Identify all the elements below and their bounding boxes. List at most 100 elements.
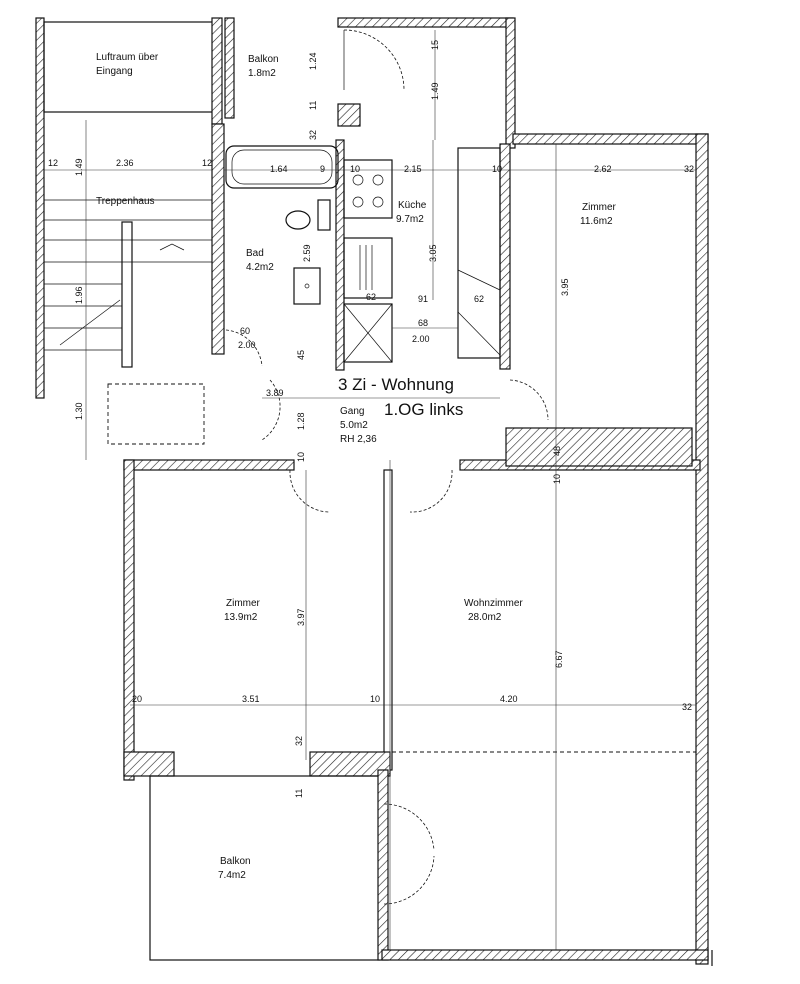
dim-label: 1.24 [308,52,318,70]
dim-label: 12 [48,158,58,168]
dim-label: 9 [320,164,325,174]
wall-zimmer-right-top [512,133,709,145]
room-balkon-bottom-name: Balkon [220,856,251,867]
guide-lines [44,30,696,950]
dim-label: 20 [132,694,142,704]
wall-balkon-bottom [149,775,381,961]
dim-label: 32 [294,736,304,746]
toilet [285,210,311,230]
wall-balkon-top-bottom [337,103,361,127]
dim-label: 1.30 [74,402,84,420]
dim-label: 62 [366,292,376,302]
dim-label: 4.20 [500,694,518,704]
dim-label: 2.15 [404,164,422,174]
dim-label: 1.64 [270,164,288,174]
dim-label: 10 [370,694,380,704]
dim-label: 12 [202,158,212,168]
room-kueche-name: Küche [398,200,427,211]
dim-label: 10 [296,452,306,462]
dim-label: 6.67 [554,650,564,668]
room-bad-name: Bad [246,248,264,259]
dim-label: 3.95 [560,278,570,296]
wall-kitchen-zimmer [499,143,511,370]
dim-label: 2.59 [302,244,312,262]
room-zimmer-left-area: 13.9m2 [224,612,258,623]
dim-label: 68 [418,318,428,328]
wall-balkon-bottom-right [377,769,389,961]
sink [293,267,321,305]
dim-label: 3.97 [296,608,306,626]
wall-balkon-top-left [224,17,235,119]
room-balkon-top-name: Balkon [248,54,279,65]
wall-bath-kitchen [335,139,345,371]
dim-label: 60 [240,326,250,336]
walls [35,17,709,965]
room-balkon-bottom-area: 7.4m2 [218,870,246,881]
wall-wohn-strip [505,427,693,467]
room-wohnzimmer-name: Wohnzimmer [464,598,523,609]
zimmer-cabinet [457,147,501,359]
dim-label: 2.62 [594,164,612,174]
dim-label: 2.36 [116,158,134,168]
room-balkon-top-area: 1.8m2 [248,68,276,79]
dim-label: 3.89 [266,388,284,398]
dim-label: 1.28 [296,412,306,430]
kitchen-fixtures [343,147,501,363]
dim-label: 48 [552,446,562,456]
room-gang-height: RH 2,36 [340,434,377,445]
dim-label: 10 [552,474,562,484]
dim-label: 62 [474,294,484,304]
void-rect [107,383,205,445]
dim-label: 91 [418,294,428,304]
room-gang-name: Gang [340,406,364,417]
dim-label: 32 [682,702,692,712]
dim-label: 45 [296,350,306,360]
wall-kitchen-right [505,17,516,149]
wall-bottom-outer [381,949,709,961]
dim-label: 10 [350,164,360,174]
kitchen-sink [343,237,393,299]
wall-right-outer [695,133,709,965]
dim-label: 1.49 [430,82,440,100]
wall-left-stairs [35,17,45,399]
wall-zimmer-left-bottom [123,751,175,777]
wall-zimmer-left-top [123,459,295,471]
room-zimmer-right-name: Zimmer [582,202,617,213]
dim-label: 32 [684,164,694,174]
dim-label: 2.00 [412,334,430,344]
room-bad-area: 4.2m2 [246,262,274,273]
wall-zimmer-wohn [383,469,393,771]
room-gang-area: 5.0m2 [340,420,368,431]
dim-label: 2.00 [238,340,256,350]
title-line2: 1.OG links [384,400,463,419]
room-kueche-area: 9.7m2 [396,214,424,225]
dim-label: 10 [492,164,502,174]
room-treppenhaus-name: Treppenhaus [96,196,155,207]
dim-label: 11 [308,101,318,110]
room-wohnzimmer-area: 28.0m2 [468,612,502,623]
wall-luftraum-right [211,17,223,125]
room-luftraum-name: Luftraum über [96,52,159,63]
room-zimmer-right-area: 11.6m2 [580,216,613,227]
dim-label: 3.05 [428,244,438,262]
wall-bath-left [211,123,225,355]
dim-label: 1.96 [74,286,84,304]
dim-label: 3.51 [242,694,260,704]
wall-left-outer-lower [123,459,135,781]
dim-label: 15 [430,40,440,50]
room-luftraum-name2: Eingang [96,66,133,77]
dim-label: 11 [294,789,304,798]
bathtub [225,145,339,189]
bath-fixtures [225,145,339,305]
doors [225,29,549,905]
title-line1: 3 Zi - Wohnung [338,375,454,394]
room-zimmer-left-name: Zimmer [226,598,261,609]
staircase [44,199,212,368]
stove [343,159,393,219]
dim-label: 32 [308,130,318,140]
kitchen-cabinet [343,303,393,363]
dimension-labels: 12 2.36 12 1.49 1.24 11 32 15 1.49 1.64 … [48,40,694,798]
dim-label: 1.49 [74,158,84,176]
wall-top-kitchen [337,17,514,28]
